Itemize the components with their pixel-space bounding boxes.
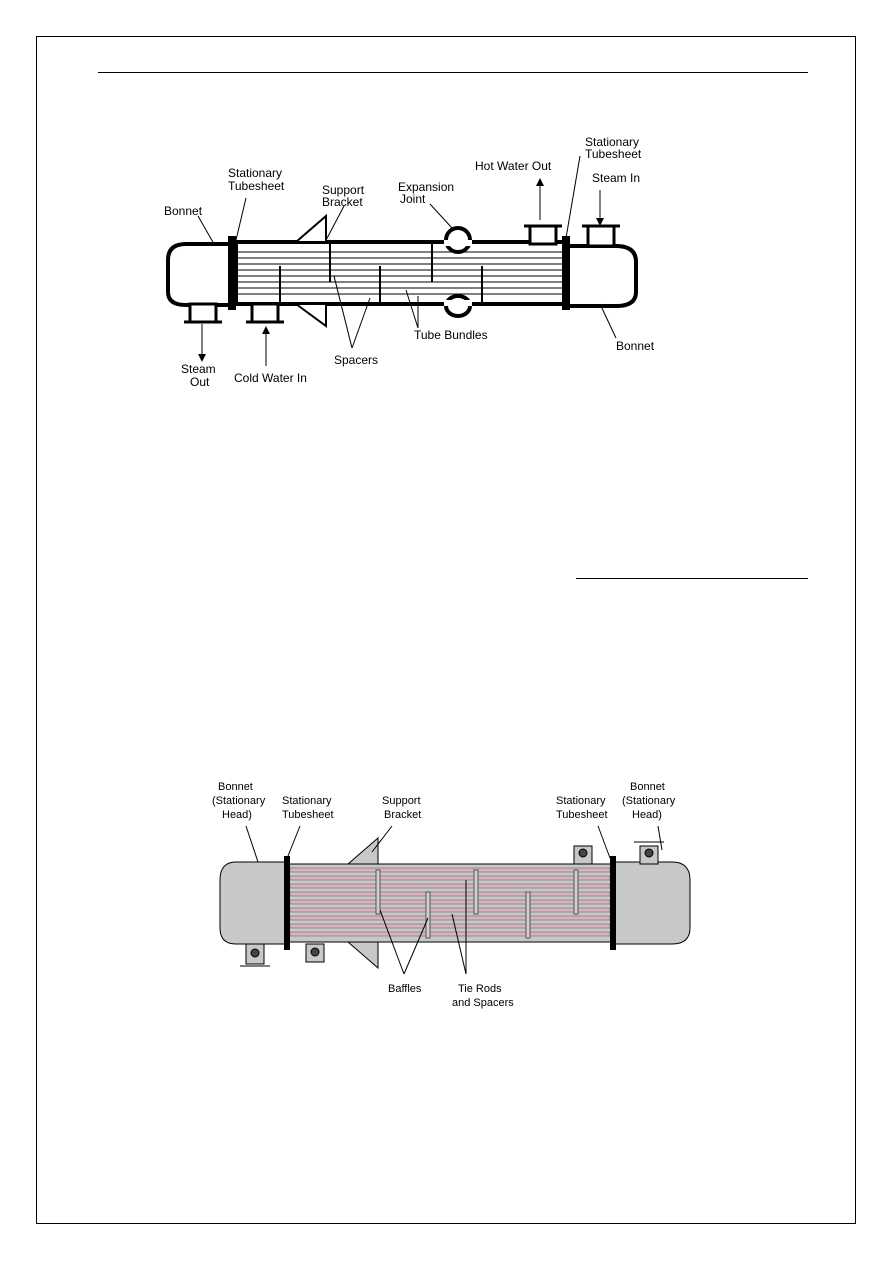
fig1-label-stationary-tubesheet-right: Stationary <box>585 135 639 149</box>
fig2-label-tie-rods: Tie Rods <box>458 983 502 995</box>
fig2-tube-bundle <box>289 867 611 937</box>
fig2-label-bonnet-left: Bonnet <box>218 781 253 793</box>
fig1-label-stationary-tubesheet-left: Stationary <box>228 166 282 180</box>
figure2-diagram: Bonnet (Stationary Head) Stationary Tube… <box>212 781 691 1009</box>
fig1-hot-water-nozzle <box>528 224 558 246</box>
fig2-label-stationary-tubesheet-left-2: Tubesheet <box>282 809 334 821</box>
fig2-label-bonnet-right: Bonnet <box>630 781 665 793</box>
fig1-right-tubesheet <box>562 236 570 310</box>
fig2-support-bracket-top <box>346 836 379 865</box>
fig1-label-spacers: Spacers <box>334 353 378 367</box>
fig2-left-bonnet <box>219 861 289 945</box>
fig1-right-bonnet <box>566 244 638 308</box>
fig2-label-support-bracket-2: Bracket <box>384 809 421 821</box>
fig1-steam-in-nozzle <box>586 224 616 248</box>
fig2-label-bonnet-left-3: Head) <box>222 809 252 821</box>
fig1-cold-water-nozzle <box>250 302 280 324</box>
fig2-label-bonnet-left-2: (Stationary <box>212 795 266 807</box>
fig2-right-bonnet <box>611 861 691 945</box>
fig2-label-stationary-tubesheet-right: Stationary <box>556 795 606 807</box>
figure1-diagram: Stationary Tubesheet Support Bracket Exp… <box>164 135 655 389</box>
fig1-label-cold-water-in: Cold Water In <box>234 371 307 385</box>
header-rule <box>98 72 808 73</box>
fig1-label-support-bracket: Support <box>322 183 365 197</box>
fig1-label-expansion-joint-2: Joint <box>400 192 426 206</box>
fig1-label-steam-out-2: Out <box>190 375 210 389</box>
fig1-label-stationary-tubesheet-left-2: Tubesheet <box>228 179 285 193</box>
page-border <box>36 36 856 1224</box>
fig1-label-steam-in: Steam In <box>592 171 640 185</box>
fig2-left-tubesheet <box>284 856 290 950</box>
fig2-label-support-bracket: Support <box>382 795 421 807</box>
fig1-label-expansion-joint: Expansion <box>398 180 454 194</box>
fig1-left-bonnet <box>166 242 232 307</box>
fig1-label-steam-out: Steam <box>181 362 216 376</box>
fig1-label-support-bracket-2: Bracket <box>322 195 363 209</box>
fig1-spacers <box>279 244 483 304</box>
fig2-right-tubesheet <box>610 856 616 950</box>
fig2-label-tie-rods-2: and Spacers <box>452 997 514 1009</box>
fig2-support-bracket-bottom <box>346 941 379 970</box>
fig2-label-bonnet-right-3: Head) <box>632 809 662 821</box>
fig1-label-bonnet-right: Bonnet <box>616 339 655 353</box>
fig2-label-stationary-tubesheet-left: Stationary <box>282 795 332 807</box>
fig2-label-bonnet-right-2: (Stationary <box>622 795 676 807</box>
fig2-baffles <box>375 869 579 939</box>
fig2-label-stationary-tubesheet-right-2: Tubesheet <box>556 809 608 821</box>
fig1-label-stationary-tubesheet-right-2: Tubesheet <box>585 147 642 161</box>
fig1-tube-bundle <box>236 251 566 295</box>
fig1-label-hot-water-out: Hot Water Out <box>475 159 552 173</box>
fig1-shell <box>234 240 568 306</box>
fig1-steam-out-nozzle <box>188 302 218 324</box>
fig2-label-baffles: Baffles <box>388 983 422 995</box>
fig1-support-bracket-bottom <box>292 303 327 328</box>
section-rule <box>576 578 808 579</box>
fig1-label-bonnet-left: Bonnet <box>164 204 203 218</box>
fig1-left-tubesheet <box>228 236 236 310</box>
fig1-support-bracket-top <box>293 213 327 243</box>
fig1-label-tube-bundles: Tube Bundles <box>414 328 488 342</box>
